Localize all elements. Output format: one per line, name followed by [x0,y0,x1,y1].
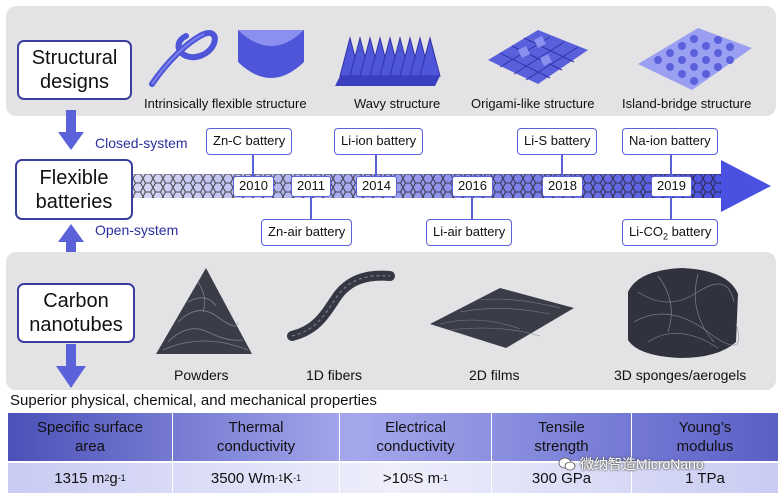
down-arrow-icon [58,110,84,150]
down-arrow-properties-icon [56,344,86,388]
structural-designs-text: Structural designs [31,47,118,93]
closed-system-label: Closed-system [95,135,188,151]
structure-caption-island-bridge: Island-bridge structure [622,96,752,111]
event-li-co2-battery: Li-CO2 battery [622,219,719,246]
origami-icon [488,30,588,84]
stem-2016 [471,196,473,220]
year-2010: 2010 [233,176,274,197]
curved-sheet-icon [238,30,304,78]
carbon-nanotubes-text: Carbon nanotubes [29,290,123,336]
year-2016: 2016 [452,176,493,197]
cnt-caption-films: 2D films [469,367,520,383]
stem-2014 [375,153,377,177]
stem-2019-top [670,153,672,177]
event-na-ion-battery: Na-ion battery [622,128,718,155]
helix-ribbon-icon [149,30,218,87]
cnt-caption-sponges: 3D sponges/aerogels [614,367,747,383]
cnt-powder-icon [156,268,252,354]
properties-title: Superior physical, chemical, and mechani… [10,392,377,409]
wavy-sheet-icon [335,36,441,86]
island-bridge-icon [638,28,752,90]
structure-caption-intrinsic: Intrinsically flexible structure [144,96,307,111]
event-zn-c-battery: Zn-C battery [206,128,293,155]
wechat-icon [558,457,576,471]
year-2014: 2014 [356,176,397,197]
open-system-label: Open-system [95,222,179,238]
flexible-batteries-label: Flexible batteries [15,159,133,220]
year-2019: 2019 [651,176,692,197]
event-zn-air-battery: Zn-air battery [261,219,353,246]
cnt-caption-fibers: 1D fibers [306,367,363,383]
cnt-film-icon [430,288,574,348]
value-youngs: 1 TPa [685,469,725,487]
stem-2010 [252,153,254,177]
value-thermal: 3500 Wm-1 K-1 [173,463,340,493]
cnt-caption-powders: Powders [174,367,229,383]
cnt-sponge-icon [628,268,740,358]
timeline-arrow [133,160,771,212]
structure-caption-wavy: Wavy structure [354,96,441,111]
stem-2019-bottom [670,196,672,220]
stem-2018 [561,153,563,177]
event-li-ion-battery: Li-ion battery [334,128,424,155]
watermark-text: 微纳智造MicroNano [580,456,704,472]
event-li-air-battery: Li-air battery [426,219,513,246]
year-2011: 2011 [291,176,331,197]
structure-caption-origami: Origami-like structure [471,96,595,111]
value-tensile: 300 GPa [492,463,632,493]
carbon-nanotubes-label: Carbon nanotubes [17,283,135,343]
stem-2011 [310,196,312,220]
year-2018: 2018 [542,176,583,197]
structural-designs-label: Structural designs [17,40,132,100]
watermark: 微纳智造MicroNano [558,454,704,474]
event-li-s-battery: Li-S battery [517,128,598,155]
flexible-batteries-text: Flexible batteries [35,166,113,213]
cnt-fiber-icon [287,270,395,341]
